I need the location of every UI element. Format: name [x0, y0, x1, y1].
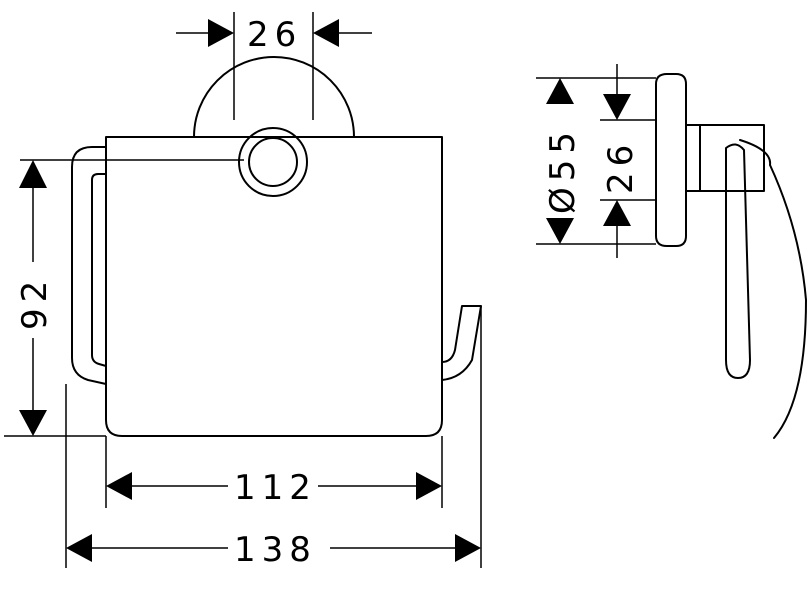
dimension-top-width: 26 [176, 12, 372, 120]
side-cover-curve [739, 139, 807, 439]
dimension-label-top-width: 26 [247, 15, 302, 55]
hub-outer [238, 127, 308, 197]
side-rod [725, 143, 751, 379]
side-view [655, 73, 807, 439]
dimension-label-height: 92 [15, 275, 55, 330]
dimension-rosette-diameter: Ø55 [536, 77, 656, 245]
left-holder-arm [71, 146, 107, 385]
dimension-height: 92 [4, 160, 106, 437]
wall-rosette [193, 56, 355, 138]
right-hook [441, 305, 482, 381]
dimension-label-cover-width: 112 [234, 468, 317, 508]
cover-outline [105, 136, 443, 437]
dimension-side-mount: 26 [600, 64, 656, 258]
dimension-label-overall-width: 138 [234, 530, 317, 570]
dimension-cover-width: 112 [105, 436, 443, 508]
front-view [20, 56, 482, 437]
dimension-overall-width: 138 [65, 306, 482, 570]
hub-inner [248, 137, 298, 187]
dimension-label-rosette-diameter: Ø55 [543, 126, 583, 214]
side-rosette-plate [655, 73, 687, 247]
dimension-label-side-mount: 26 [601, 139, 641, 194]
left-holder-arm-inner [91, 173, 107, 367]
